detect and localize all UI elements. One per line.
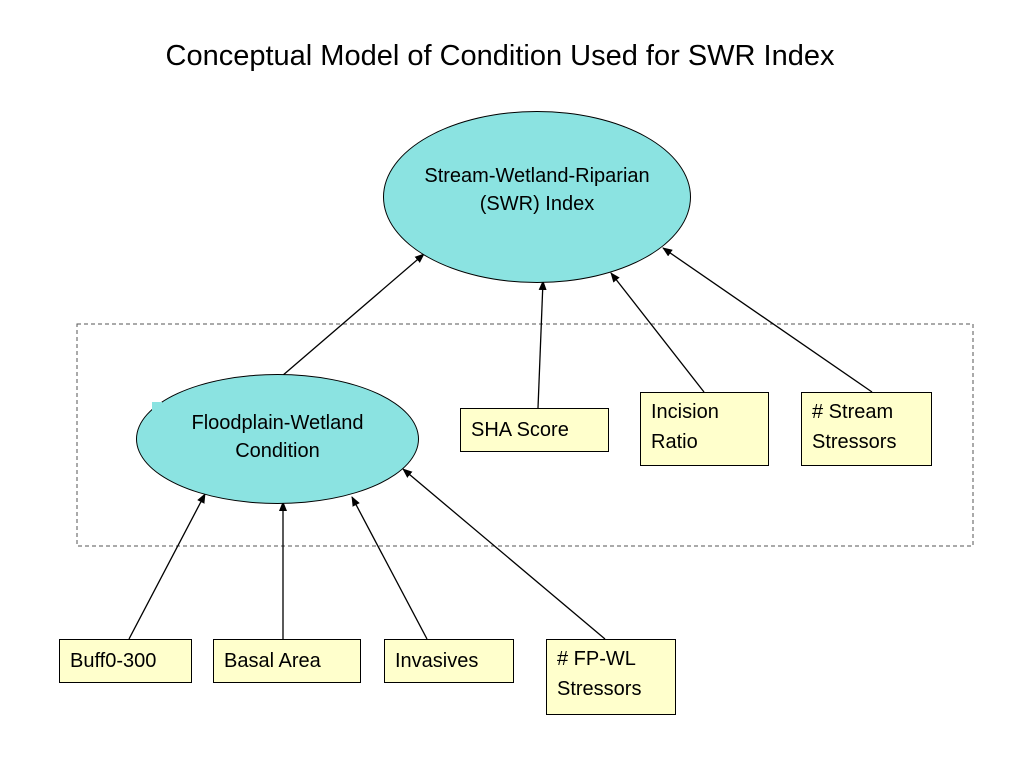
node-sha-score: SHA Score (460, 408, 609, 452)
arrow-stream-stressors-to-swr (662, 247, 873, 393)
node-stream-stressors: # Stream Stressors (801, 392, 932, 466)
node-floodplain-line2: Condition (235, 440, 320, 462)
arrow-buff-to-floodplain (128, 493, 206, 640)
node-buff: Buff0-300 (59, 639, 192, 683)
node-floodplain-wetland: Floodplain-Wetland Condition (136, 374, 419, 504)
node-invasives-label: Invasives (395, 650, 479, 672)
node-swr-index: Stream-Wetland-Riparian (SWR) Index (383, 111, 691, 283)
arrow-floodplain-to-swr (281, 253, 425, 377)
node-stream-stressors-line2: Stressors (812, 431, 897, 453)
arrow-fpwl-to-floodplain (402, 468, 606, 640)
node-invasives: Invasives (384, 639, 514, 683)
arrow-incision-to-swr (610, 272, 705, 393)
node-fpwl-line1: # FP-WL (557, 648, 636, 670)
node-basal-area: Basal Area (213, 639, 361, 683)
node-fpwl-stressors: # FP-WL Stressors (546, 639, 676, 715)
node-sha-score-label: SHA Score (471, 419, 569, 441)
node-floodplain-line1: Floodplain-Wetland (191, 412, 364, 434)
node-fpwl-line2: Stressors (557, 678, 642, 700)
node-basal-area-label: Basal Area (224, 650, 321, 672)
node-buff-label: Buff0-300 (70, 650, 157, 672)
node-incision-ratio: Incision Ratio (640, 392, 769, 466)
arrow-invasives-to-floodplain (351, 496, 428, 640)
page-title: Conceptual Model of Condition Used for S… (165, 40, 835, 72)
node-stream-stressors-line1: # Stream (812, 401, 894, 423)
ellipse-corner-artifact (152, 402, 162, 412)
node-swr-index-line2: (SWR) Index (479, 193, 595, 215)
arrow-sha-to-swr (537, 280, 547, 409)
node-swr-index-line1: Stream-Wetland-Riparian (424, 165, 650, 187)
node-incision-line2: Ratio (651, 431, 698, 453)
node-incision-line1: Incision (651, 401, 719, 423)
group-boundary (76, 323, 974, 547)
